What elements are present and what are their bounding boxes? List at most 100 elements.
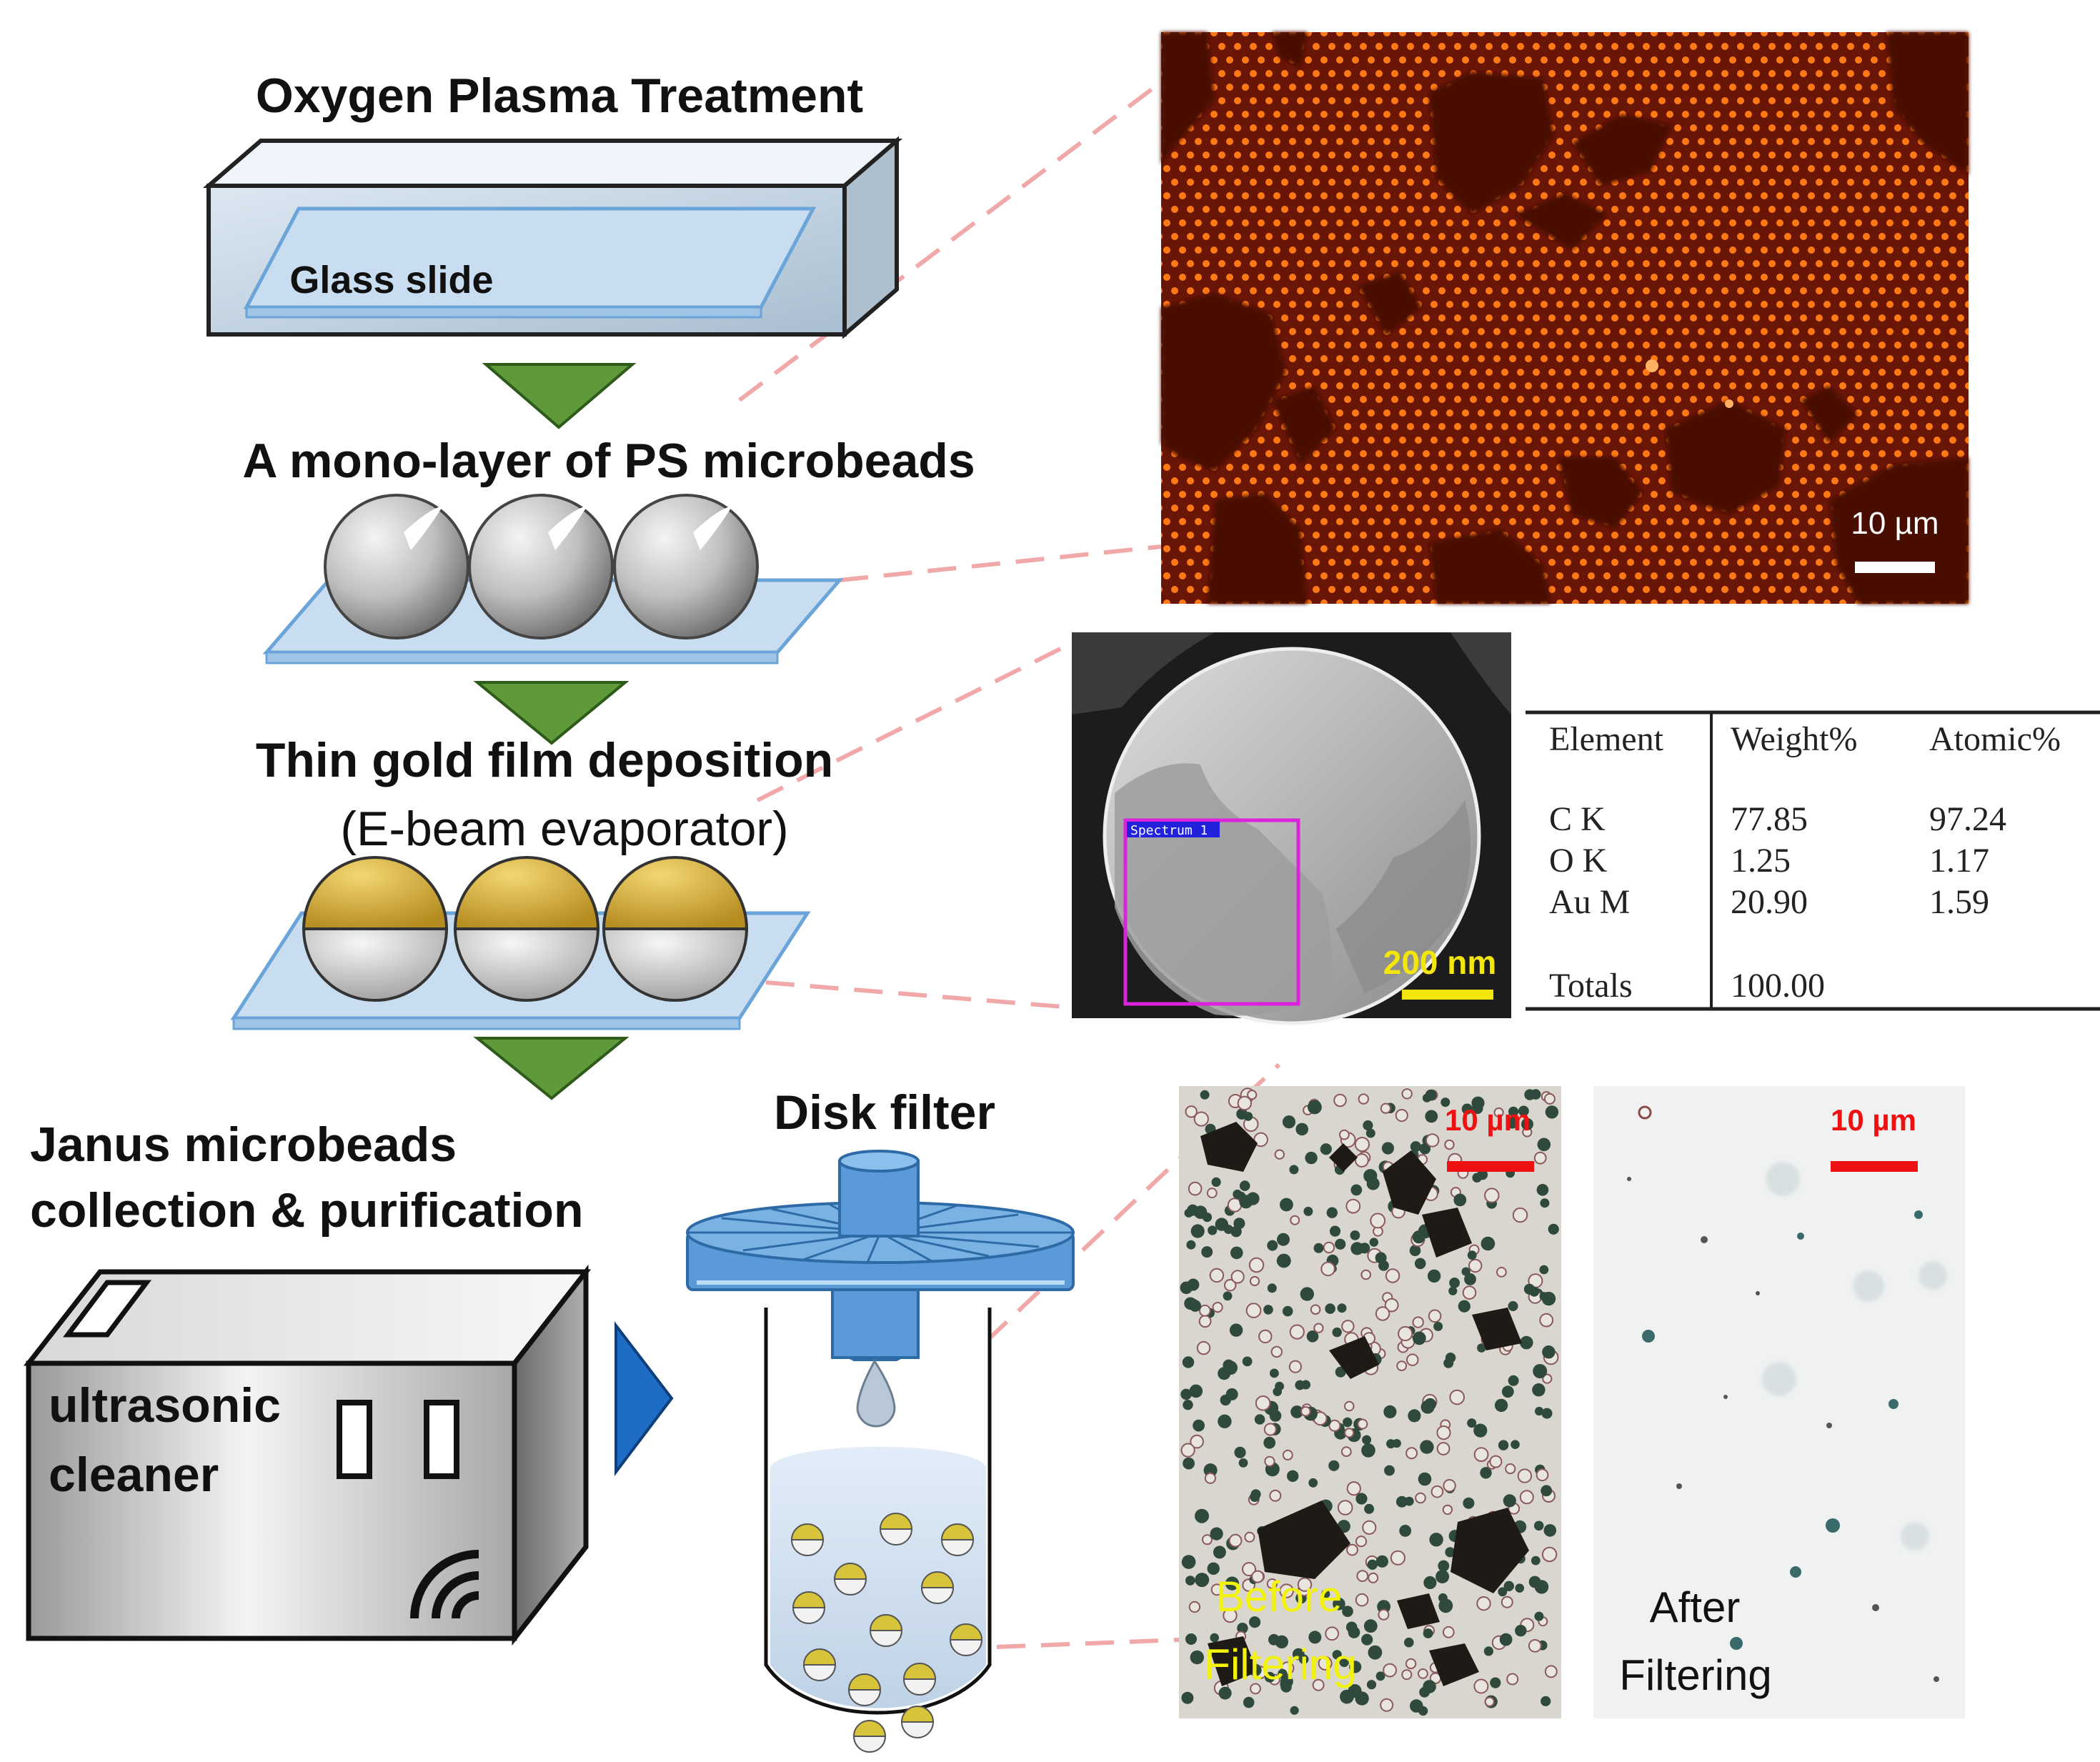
- microbead-particle: [1494, 1398, 1508, 1413]
- after-caption-line2: Filtering: [1619, 1651, 1771, 1699]
- microbead-particle: [1461, 1103, 1473, 1115]
- microbead-particle: [1308, 1478, 1318, 1488]
- microbead-particle: [1370, 1213, 1386, 1229]
- microbead-particle: [1180, 1388, 1192, 1400]
- microbead-particle: [1346, 1543, 1358, 1556]
- eds-table: Element Weight% Atomic% C K 77.85 97.24 …: [1526, 710, 2100, 1011]
- microbead-particle: [1277, 1233, 1290, 1246]
- microbead-particle: [1363, 1120, 1373, 1131]
- collection-title-line2: collection & purification: [30, 1183, 584, 1238]
- microbead-particle: [1313, 1323, 1324, 1333]
- microbead-particle: [1483, 1646, 1493, 1656]
- microbead-particle: [1506, 1673, 1519, 1686]
- microbead-particle: [1267, 1283, 1277, 1293]
- microbead-particle: [1242, 1356, 1253, 1367]
- microbead-particle: [1375, 1252, 1387, 1264]
- microbead-particle: [1438, 1593, 1448, 1603]
- microbead-particle: [1520, 1335, 1533, 1350]
- microbead-particle: [1190, 1650, 1205, 1665]
- microbead-particle: [1298, 1654, 1309, 1664]
- microbead-particle: [1344, 1428, 1355, 1438]
- microbead-particle: [1263, 1436, 1276, 1449]
- microbead-particle: [1364, 1503, 1375, 1514]
- ultrasonic-cleaner: ultrasonic cleaner: [23, 1264, 592, 1646]
- microbead-particle: [1445, 1353, 1456, 1363]
- microbead-particle: [1473, 1423, 1488, 1438]
- microbead-particle: [1188, 1298, 1198, 1308]
- gold-subtitle: (E-beam evaporator): [340, 802, 788, 856]
- microbead-particle: [1521, 1118, 1533, 1130]
- microbead-particle: [1345, 1198, 1361, 1214]
- microbead-particle: [1436, 1442, 1450, 1455]
- microbead-particle: [1189, 1384, 1203, 1398]
- microbead-particle: [1375, 1306, 1390, 1321]
- microbead-particle: [1390, 1550, 1406, 1566]
- before-scale-label: 10 µm: [1445, 1103, 1531, 1137]
- microbead-particle: [1467, 1418, 1477, 1428]
- microbead-particle: [1430, 1485, 1444, 1498]
- microbead-particle: [1320, 1589, 1330, 1599]
- microbead-particle: [1308, 1100, 1322, 1115]
- microbead-particle: [1243, 1696, 1255, 1708]
- microbead-particle: [1267, 1240, 1278, 1251]
- microbead-particle: [1198, 1315, 1212, 1328]
- microbead-particle: [1282, 1115, 1296, 1129]
- microbead-particle: [1337, 1303, 1347, 1313]
- microbead-particle: [1332, 1327, 1342, 1338]
- microbead-particle: [1193, 1111, 1209, 1127]
- eds-row-element: Au M: [1549, 883, 1630, 921]
- microbead-particle: [1210, 1527, 1223, 1540]
- microbead-particle: [1188, 1601, 1201, 1613]
- microbead-particle: [1227, 1198, 1243, 1213]
- microbead-particle: [1484, 1696, 1495, 1707]
- microbead-particle: [1305, 1151, 1318, 1165]
- microbead-particle: [1383, 1405, 1397, 1418]
- microbead-particle: [1476, 1596, 1491, 1611]
- microbead-particle: [1276, 1253, 1291, 1268]
- janus-bead: [302, 856, 449, 1002]
- ps-bead: [324, 494, 469, 639]
- microbead-particle: [1406, 1353, 1419, 1366]
- microbead-particle: [1542, 1373, 1553, 1384]
- microbead-particle: [1264, 1671, 1275, 1683]
- microbead-particle: [1196, 1340, 1211, 1355]
- microbead-particle: [1254, 1414, 1265, 1425]
- microbead-particle: [1323, 1241, 1335, 1254]
- microbead-particle: [1263, 1305, 1273, 1315]
- microbead-particle: [1414, 1258, 1426, 1270]
- microbead-particle: [1366, 1177, 1380, 1190]
- microbead-particle: [1239, 1180, 1250, 1191]
- microbead-particle: [1350, 1230, 1360, 1240]
- microbead-particle: [1425, 1133, 1440, 1148]
- microbead-particle: [1280, 1198, 1293, 1212]
- down-arrow-2: [473, 681, 629, 745]
- microbead-particle: [1427, 1269, 1441, 1283]
- right-arrow: [614, 1321, 674, 1476]
- monolayer-illustration: [262, 494, 844, 665]
- microbead-particle: [1206, 1188, 1218, 1199]
- microbead-particle: [1423, 1576, 1437, 1590]
- microbead-particle: [1541, 1546, 1558, 1563]
- microbead-particle: [1195, 1573, 1210, 1588]
- microbead-particle: [1468, 1258, 1483, 1273]
- microbead-particle: [1187, 1204, 1199, 1216]
- eds-totals-value: 100.00: [1731, 967, 1825, 1005]
- microbead-particle: [1181, 1555, 1196, 1569]
- microbead-particle: [1418, 1706, 1428, 1716]
- microbead-particle: [1308, 1631, 1322, 1644]
- down-arrow-1: [482, 363, 637, 429]
- microbead-particle: [1350, 1184, 1363, 1196]
- microbead-particle: [1380, 1103, 1392, 1114]
- microbead-particle: [1548, 1223, 1559, 1235]
- microbead-particle: [1503, 1494, 1516, 1508]
- microbead-particle: [1239, 1195, 1253, 1209]
- microbead-particle: [1415, 1492, 1426, 1504]
- microbead-particle: [1251, 1570, 1265, 1583]
- microbead-particle: [1541, 1408, 1553, 1419]
- after-scale-bar: [1831, 1161, 1918, 1172]
- microbead-particle: [1300, 1287, 1315, 1301]
- microbead-particle: [1481, 1236, 1496, 1251]
- microbead-particle: [1508, 1301, 1518, 1311]
- microbead-particle: [1186, 1240, 1196, 1250]
